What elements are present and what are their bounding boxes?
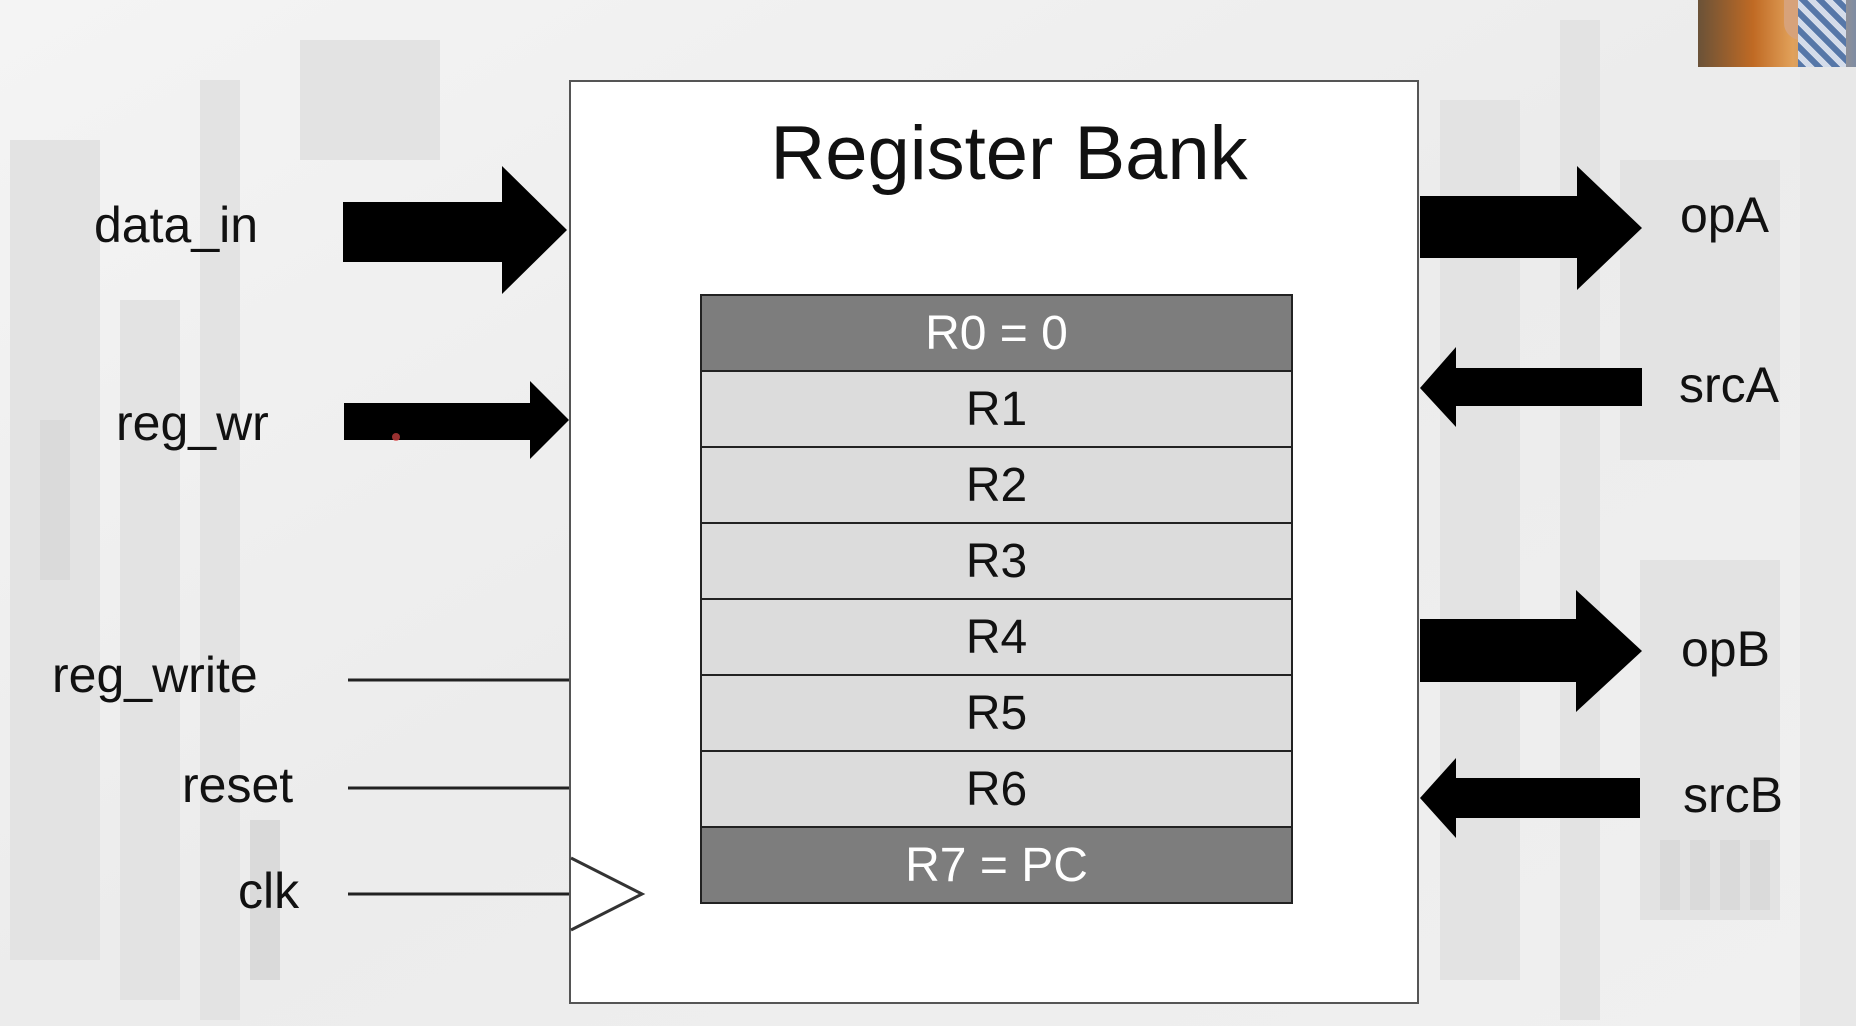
- register-r3: R3: [700, 522, 1293, 600]
- label-opB: opB: [1681, 621, 1770, 677]
- opB-arrow: [1420, 590, 1642, 712]
- person-shirt: [1798, 0, 1846, 67]
- label-srcB: srcB: [1683, 767, 1783, 823]
- register-r1: R1: [700, 370, 1293, 448]
- register-bank-title: Register Bank: [770, 111, 1248, 196]
- label-clk: clk: [238, 863, 300, 919]
- pointer-dot: [392, 433, 400, 441]
- label-opA: opA: [1680, 187, 1769, 243]
- label-reg-wr: reg_wr: [116, 395, 269, 451]
- webcam-thumbnail: [1698, 0, 1856, 67]
- srcA-arrow: [1420, 347, 1642, 427]
- data-in-arrow: [343, 166, 567, 294]
- register-r2: R2: [700, 446, 1293, 524]
- register-r5: R5: [700, 674, 1293, 752]
- register-r7: R7 = PC: [700, 826, 1293, 904]
- clock-edge-symbol: [570, 856, 646, 932]
- reg-wr-arrow: [344, 381, 569, 459]
- srcB-arrow: [1420, 758, 1640, 838]
- label-data-in: data_in: [94, 197, 259, 253]
- register-stack: R0 = 0 R1 R2 R3 R4 R5 R6 R7 = PC: [700, 294, 1293, 904]
- opA-arrow: [1420, 166, 1642, 290]
- register-r0: R0 = 0: [700, 294, 1293, 372]
- label-reg-write: reg_write: [52, 647, 258, 703]
- label-reset: reset: [182, 757, 294, 813]
- register-r6: R6: [700, 750, 1293, 828]
- register-r4: R4: [700, 598, 1293, 676]
- label-srcA: srcA: [1679, 357, 1779, 413]
